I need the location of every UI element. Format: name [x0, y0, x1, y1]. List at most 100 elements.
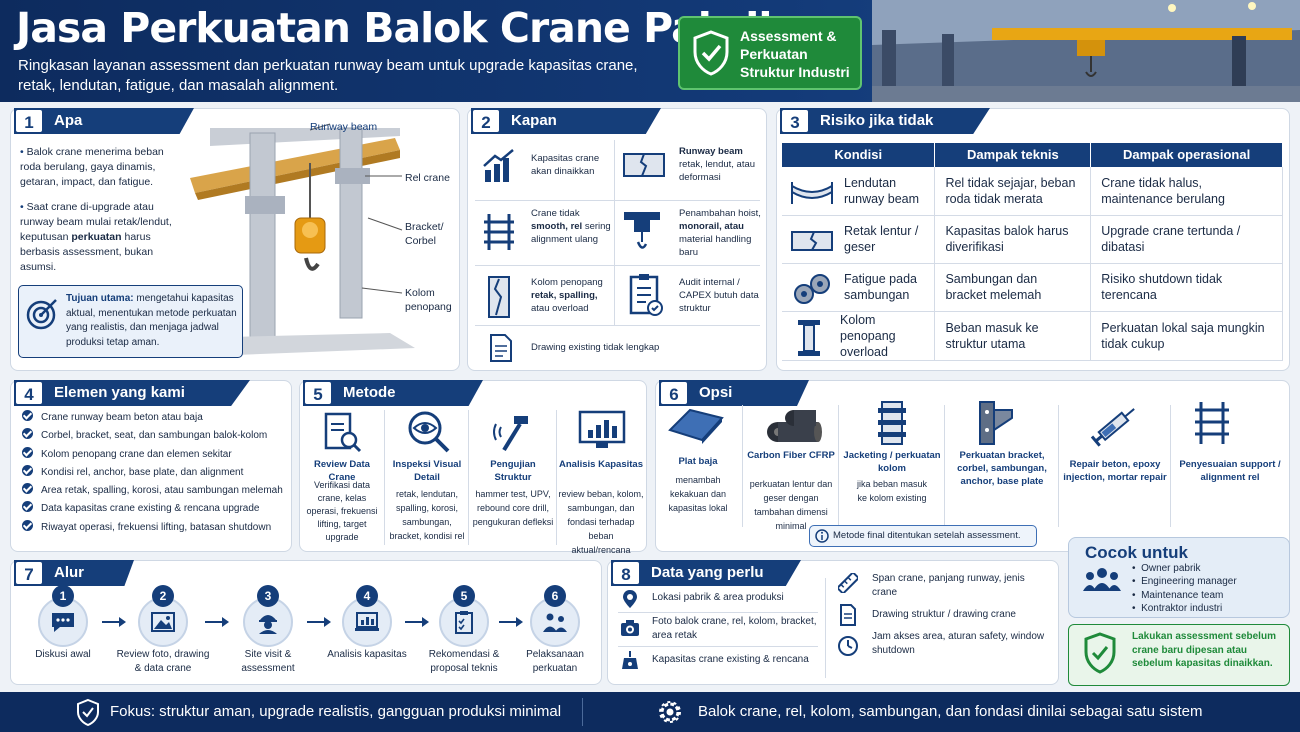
list-item-text: Area retak, spalling, korosi, atau sambu…	[41, 485, 283, 497]
hammer-icon	[493, 416, 528, 452]
col-kondisi: Kondisi	[782, 143, 936, 167]
list-item-text: Riwayat operasi, frekuensi lifting, bata…	[41, 521, 272, 533]
col-dampak-operasional: Dampak operasional	[1090, 143, 1283, 167]
label-bracket-corbel: Bracket/ Corbel	[405, 221, 444, 247]
rail-icon	[1195, 402, 1229, 444]
when-item-4-bold: monorail, atau	[679, 221, 744, 232]
people-group-icon	[1083, 568, 1121, 591]
checklist-icon	[629, 274, 663, 316]
table-row: Fatigue pada sambungan Sambungan dan bra…	[782, 263, 1283, 312]
option-1-title: Plat baja	[678, 456, 718, 467]
divider	[1170, 405, 1171, 527]
divider	[614, 140, 615, 325]
ruler-icon	[838, 573, 858, 593]
section-1-header: Apa masalahnya?	[14, 108, 194, 134]
section-5-title: Metode pemeriksaan	[343, 384, 396, 401]
list-item: Data kapasitas crane existing & rencana …	[22, 500, 290, 518]
list-item-text: Data kapasitas crane existing & rencana …	[41, 503, 260, 515]
section-1-bullet-1: • Balok crane menerima beban roda berula…	[20, 146, 164, 188]
page-title: Jasa Perkuatan Balok Crane Pabrik	[16, 4, 786, 52]
suitable-for-box	[1068, 537, 1290, 618]
divider	[475, 200, 760, 201]
section-6-number: 6	[659, 380, 689, 406]
section-2-header: Kapan dibutuhkan?	[471, 108, 661, 134]
list-item: • Maintenance team	[1132, 589, 1224, 601]
divider	[1058, 405, 1059, 527]
section-5-number: 5	[303, 380, 333, 406]
divider	[475, 325, 760, 326]
bolts-icon	[794, 274, 830, 304]
section-4-header: Elemen yang kami assessment	[14, 380, 250, 406]
workflow-step-number: 3	[257, 585, 279, 607]
label-kolom-penopang: Kolom penopang	[405, 287, 452, 313]
engineer-icon	[259, 615, 277, 634]
advice-text: Lakukan assessment sebelum crane baru di…	[1132, 631, 1276, 669]
clipboard-magnifier-icon	[324, 412, 362, 453]
table-row: Retak lentur / geser Kapasitas balok har…	[782, 215, 1283, 264]
divider	[556, 410, 557, 545]
target-icon	[26, 299, 57, 330]
section-4-card	[10, 380, 292, 552]
arrow-right-icon	[404, 617, 429, 627]
when-item-5-bold: retak, spalling,	[531, 290, 598, 301]
section-4-number: 4	[14, 380, 44, 406]
suitable-for-list: • Owner pabrik • Engineering manager • M…	[1132, 562, 1237, 615]
method-4-title: Analisis Kapasitas	[559, 459, 643, 470]
divider	[384, 410, 385, 545]
method-3-title: Pengujian Struktur	[490, 459, 536, 483]
badge-text: Assessment & Perkuatan Struktur Industri	[740, 28, 850, 80]
when-item-3-text: sering alignment ulang	[531, 221, 611, 245]
check-icon	[22, 483, 33, 495]
check-icon	[22, 446, 33, 458]
list-item: • Kontraktor industri	[1132, 602, 1223, 614]
page-subtitle: Ringkasan layanan assessment dan perkuat…	[18, 57, 638, 94]
suitable-for-title: Cocok untuk	[1085, 543, 1188, 562]
workflow-step-label: Rekomendasi & proposal teknis	[428, 649, 500, 674]
bar-chart-up-icon	[483, 149, 514, 182]
image-icon	[151, 612, 175, 632]
option-2-title: Carbon Fiber CFRP	[747, 450, 835, 461]
drawing-document-icon	[840, 604, 856, 626]
footer-bar	[0, 692, 1300, 732]
risk-table-header: Kondisi Dampak teknis Dampak operasional	[782, 143, 1283, 167]
divider	[825, 578, 826, 678]
divider	[618, 612, 818, 613]
section-4-title: Elemen yang kami assessment	[54, 384, 185, 401]
goal-body: mengetahui kapasitas aktual, menentukan …	[66, 293, 237, 348]
when-item-4-text: material handling baru	[679, 234, 752, 258]
divider	[618, 646, 818, 647]
arrow-right-icon	[204, 617, 229, 627]
factory-crane-photo	[872, 0, 1300, 102]
list-item-text: Kontraktor industri	[1141, 602, 1223, 614]
column-jacket-icon	[878, 401, 906, 445]
list-item: Crane runway beam beton atau baja	[22, 409, 290, 427]
table-cell: Kapasitas balok harus diverifikasi	[934, 215, 1092, 264]
table-cell: Upgrade crane tertunda / dibatasi	[1090, 215, 1283, 264]
clipboard-icon	[455, 611, 473, 634]
goal-box	[18, 285, 243, 358]
section-1-title: Apa masalahnya?	[54, 112, 83, 129]
arrow-right-icon	[498, 617, 523, 627]
info-icon	[815, 529, 829, 543]
workflow-step-label: Pelaksanaan perkuatan	[526, 649, 584, 674]
when-item-6: Audit internal / CAPEX butuh data strukt…	[679, 277, 759, 314]
goal-bold: Tujuan utama:	[66, 293, 134, 304]
when-item-3-bold: smooth, rel	[531, 221, 583, 232]
risk-table: Kondisi Dampak teknis Dampak operasional…	[782, 143, 1283, 361]
carbon-fiber-roll-icon	[767, 410, 822, 442]
list-item: • Owner pabrik	[1132, 563, 1201, 574]
list-item: Area retak, spalling, korosi, atau sambu…	[22, 482, 290, 500]
option-4-title: Perkuatan bracket, corbel, sambungan, an…	[957, 450, 1047, 487]
list-item-text: Crane runway beam beton atau baja	[41, 412, 203, 423]
workflow-step-number: 2	[152, 585, 174, 607]
when-item-2-text: retak, lendut, atau deformasi	[679, 159, 756, 183]
hoist-icon	[624, 212, 660, 249]
bullet-2-text-a: Saat crane di-upgrade atau runway beam m…	[20, 201, 172, 243]
shield-check-icon	[693, 30, 729, 76]
list-item-text: Engineering manager	[1141, 576, 1237, 588]
section-7-number: 7	[14, 560, 44, 586]
check-icon	[22, 410, 33, 421]
when-item-5: Kolom penopang retak, spalling, atau ove…	[531, 276, 611, 315]
method-1-title: Review Data Crane	[314, 459, 370, 483]
option-1-desc: menambah kekakuan dan kapasitas lokal	[668, 475, 728, 513]
